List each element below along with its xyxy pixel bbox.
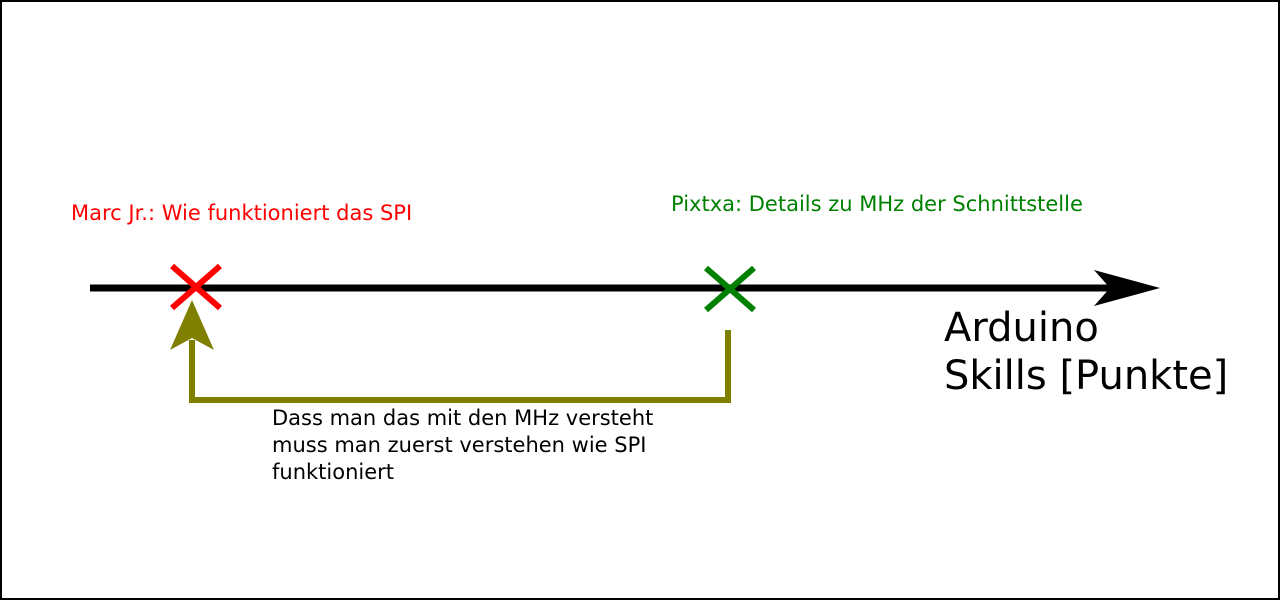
axis-label: Arduino Skills [Punkte] <box>944 304 1228 400</box>
axis-label-line: Arduino <box>944 305 1099 351</box>
dependency-connector <box>189 330 731 403</box>
dependency-note-line: muss man zuerst verstehen wie SPI <box>272 433 647 457</box>
dependency-note: Dass man das mit den MHz versteht muss m… <box>272 405 653 486</box>
marker-a-label: Marc Jr.: Wie funktioniert das SPI <box>71 201 413 225</box>
dependency-note-line: funktioniert <box>272 460 395 484</box>
axis-label-line: Skills [Punkte] <box>944 353 1229 399</box>
marker-b-cross <box>704 265 756 313</box>
skill-axis-arrowhead <box>1094 270 1160 306</box>
dependency-note-line: Dass man das mit den MHz versteht <box>272 406 654 430</box>
marker-a-cross <box>170 263 222 311</box>
dependency-arrowhead <box>170 300 214 350</box>
marker-b-label: Pixtxa: Details zu MHz der Schnittstelle <box>671 192 1083 216</box>
